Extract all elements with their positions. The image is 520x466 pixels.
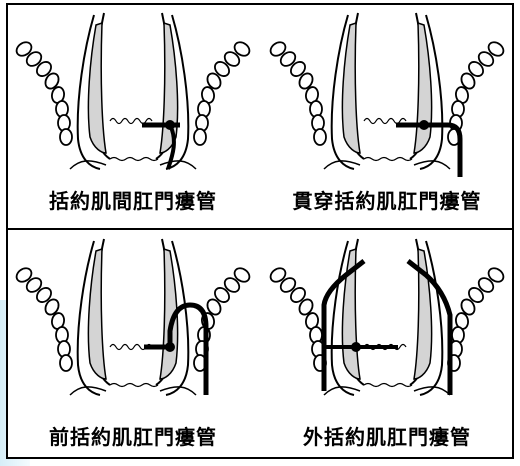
panel-intersphincteric: 括約肌間肛門瘻管 xyxy=(6,5,260,231)
panel-transsphincteric: 貫穿括約肌肛門瘻管 xyxy=(260,5,514,231)
panel-extrasphincteric: 外括約肌肛門瘻管 xyxy=(260,231,514,457)
anal-anatomy-diagram-intersphincteric xyxy=(10,9,256,177)
panel-caption: 貫穿括約肌肛門瘻管 xyxy=(260,185,514,214)
anal-anatomy-diagram-transsphincteric xyxy=(264,9,510,177)
anal-anatomy-diagram-extrasphincteric xyxy=(264,235,510,403)
panel-suprasphincteric: 前括約肌肛門瘻管 xyxy=(6,231,260,457)
panel-caption: 外括約肌肛門瘻管 xyxy=(260,421,514,450)
panel-caption: 括約肌間肛門瘻管 xyxy=(6,185,260,214)
anal-anatomy-diagram-suprasphincteric xyxy=(10,235,256,403)
panel-caption: 前括約肌肛門瘻管 xyxy=(6,421,260,450)
